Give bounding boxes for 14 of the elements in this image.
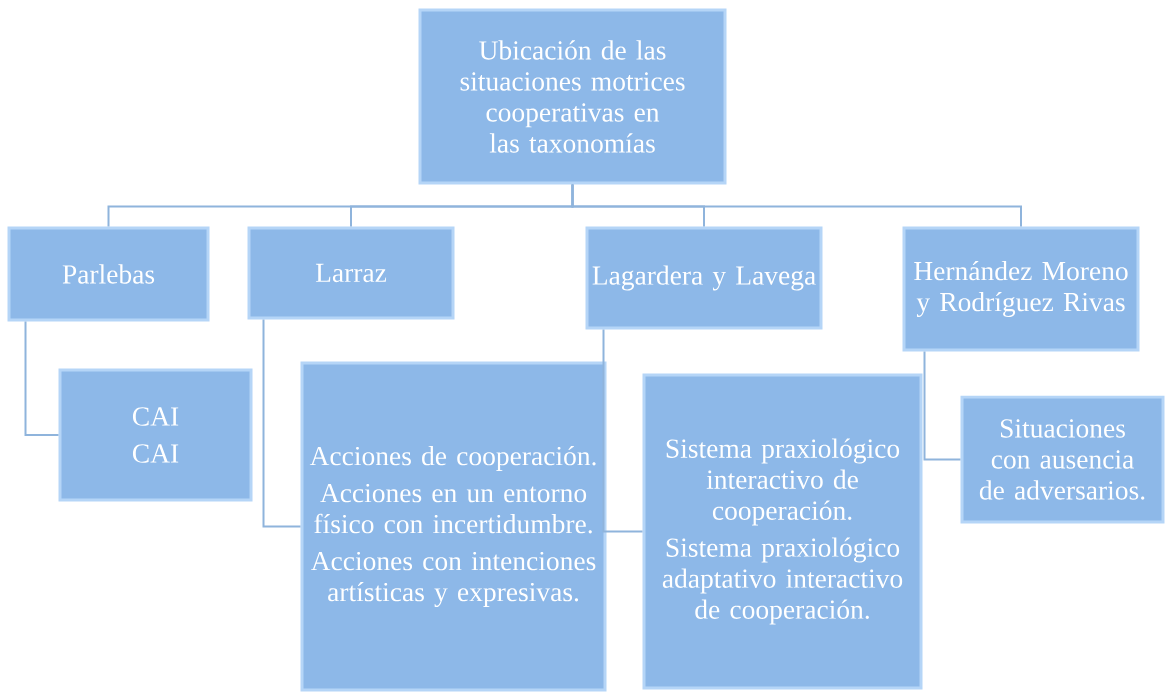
process-box: Ubicación de las situaciones motrices cooperativas en las taxonomías [418,8,727,185]
process-box: Situaciones con ausencia de adversarios. [960,395,1165,524]
connector-line [571,183,1022,228]
process-box: Lagardera y Lavega [585,226,823,330]
process-box: Sistema praxiológico interactivo de cooperación. Sistema praxiológico adaptativo interactivo de cooperación. [642,373,923,690]
process-box: Acciones de cooperación. Acciones en un entorno físico con incertidumbre. Acciones con intenciones artísticas y expresivas. [300,361,607,692]
process-box: Larraz [247,226,455,320]
process-box: Parlebas [7,226,210,322]
connector-line [262,318,302,528]
connector-line [923,350,962,461]
connector-line [24,320,60,436]
connector-line [602,328,644,533]
process-box: Hernández Moreno y Rodríguez Rivas [902,226,1140,352]
process-box: CAI CAI [58,368,253,502]
